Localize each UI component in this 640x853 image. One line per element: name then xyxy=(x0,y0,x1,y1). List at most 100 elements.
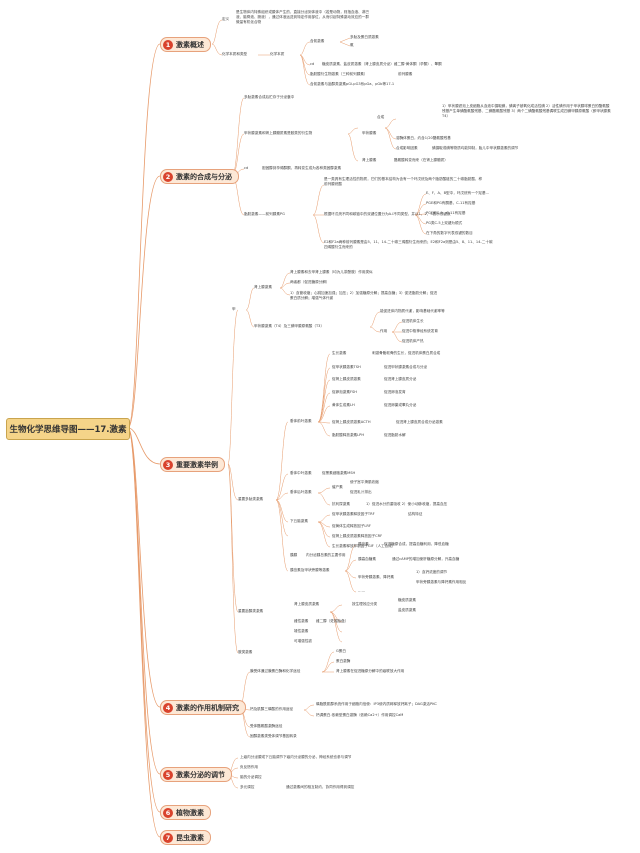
node-pg-type-b: PGE和PG有酮基，C-11有羟基 xyxy=(426,201,476,205)
node-calcium-ip3: 钙及肌醇三磷酸的作用途径 xyxy=(250,707,294,711)
node-oxytocin-a: 使子宫平滑肌收缩 xyxy=(350,480,379,484)
section-label: 植物激素 xyxy=(176,808,204,817)
node-lh: 黄体生成素LH xyxy=(332,403,355,407)
node-lrf: 促黄体生成释放因子LRF xyxy=(332,524,371,528)
section-label: 激素的作用机制研究 xyxy=(176,703,239,712)
node-lh-text: 促进卵巢或睾丸分泌 xyxy=(384,403,417,407)
link-root-s4 xyxy=(127,427,161,708)
node-negative-feedback: 负反馈作用 xyxy=(240,765,258,769)
node-rtk: 受体酪氨酸激酶途径 xyxy=(250,724,283,728)
node-protein-kinase: 蛋白激酶 xyxy=(336,659,351,663)
section-number: 2 xyxy=(163,171,173,182)
node-fsh-text: 促进卵泡发育 xyxy=(384,390,406,394)
node-peptide-hormones: 重要多肽类激素 xyxy=(238,497,264,501)
node-thyroid-effect-b: 促进中枢神经系统发育 xyxy=(402,329,438,333)
node-insulin-group: 胰岛素及甲状旁腺等激素 xyxy=(290,568,330,572)
node-steroid-text: 糖皮质激素、盐皮质激素（肾上腺皮质分泌）雌二醇·黄体酮（孕酮）、睾酮 xyxy=(322,62,442,66)
link-root-s3 xyxy=(127,427,161,465)
link-root-s2 xyxy=(127,175,161,429)
section-number: 4 xyxy=(163,702,173,713)
node-thyroid-effect-c: 促进机体产热 xyxy=(402,339,424,343)
node-adrenal-hormones: 肾上腺激素 xyxy=(254,285,272,289)
node-trf: 促甲状腺激素释放因子TRF xyxy=(332,512,375,516)
node-peptide-storage: 多肽激素合成后贮存于分泌囊中 xyxy=(244,95,295,99)
node-thyroxine: 甲状腺素 xyxy=(362,131,377,135)
node-acth-a: 促肾上腺皮质激素 xyxy=(332,377,361,381)
node-chem-child: 化学本质 xyxy=(270,52,285,56)
node-acth: 促肾上腺皮质激素ACTH xyxy=(332,420,371,424)
node-ellipsis: …… xyxy=(358,589,366,593)
node-pancreas-text: 内分泌胰岛素的主要作用 xyxy=(306,553,346,557)
node-chem-nature: 化学本质和类型 xyxy=(222,52,248,56)
node-female-hormone-text: 雌二醇（妊娠胎盘） xyxy=(316,619,349,623)
section-number: 3 xyxy=(163,459,173,470)
node-thyroid-effect-a: 促进机体生长 xyxy=(402,319,424,323)
node-brain-control: 脑的分泌调控 xyxy=(240,775,262,779)
node-thyroxine-synthesis: 合成 xyxy=(377,115,385,119)
node-posterior-pituitary: 垂体后叶激素 xyxy=(290,490,312,494)
node-pancreas: 胰腺 xyxy=(290,553,298,557)
node-cd: cd xyxy=(244,166,249,170)
node-thyroxine-synthesis-text: 1）甲状腺滤泡上皮细胞从血液中摄取碘，碘离子被氧化成活性碘 2）活性碘作用于甲状… xyxy=(442,104,611,118)
node-membrane-receptor: 膜受体通过膜蛋白酶和化学途径 xyxy=(250,669,301,673)
node-lph: 脂肪酸释放激素LPH xyxy=(332,433,365,437)
node-insulin-text: 促进糖原合成，提高血糖利用，降低血糖 xyxy=(384,542,449,546)
node-g-protein: G蛋白 xyxy=(336,649,346,653)
node-pg-type-e: 在下角的数字代表双键的数目 xyxy=(426,231,473,235)
node-synthesis-factors-text: 碘摄取或碘等物质均能抑制，胎儿中甲状腺激素的调节 xyxy=(432,146,519,150)
node-mid-pituitary: 垂体中叶激素 xyxy=(290,471,312,475)
node-nitrogen-steroid: 含氮激素与甾醇类激素pGi-pG3系pGa、pGb等17-1 xyxy=(310,82,395,86)
node-jia: 甲 xyxy=(232,307,236,311)
node-nitrogen: 含氮激素 xyxy=(310,39,325,43)
node-multi-control: 多元调控 xyxy=(240,785,255,789)
section-label: 激素概述 xyxy=(176,40,204,49)
node-adrenal-a: 肾上腺素和去甲肾上腺素（均为儿茶酚胺）作用类似 xyxy=(290,270,373,274)
node-tsh: 促甲状腺激素TSH xyxy=(332,365,361,369)
node-gh-text: 刺激骨骺软骨的生长，促进机体蛋白质合成 xyxy=(372,351,441,355)
node-cd-text: 胆固醇到孕烯醇酮，再转变生成为各种类固醇激素 xyxy=(262,166,342,170)
node-pg-type-d: PG类C-5上双键为顺式 xyxy=(426,221,463,225)
node-cascade: 肾上腺素在促进糖原分解中的级联放大作用 xyxy=(336,669,405,673)
node-fatty: 脂肪酸衍生物激素（三种前列腺素） xyxy=(310,72,368,76)
node-amine-derivative: 甲状腺激素和肾上腺髓质素是胺类的衍生物 xyxy=(244,131,313,135)
link-root-s7 xyxy=(127,427,161,838)
node-synthesis-factors: 合成影响因素 xyxy=(396,146,418,150)
node-adrenaline-text: 酪氨酸转变而来（在肾上腺髓质） xyxy=(394,158,448,162)
node-pg-type-c: PGF和C-9、C-11有羟基 xyxy=(426,211,466,215)
node-nitrogen-b: 氨 xyxy=(350,43,354,47)
node-pg-def: 是一类具有生理活性的物质，它们的基本结构为含有一个环戊烷及两个脂肪酸链的二十碳脂… xyxy=(324,177,483,186)
node-pg-origin: E2和F2a两种前列腺素是由5、11、14-二十碳三烯酸衍生而来的；E2和F2a… xyxy=(324,240,493,249)
section-label: 激素分泌的调节 xyxy=(176,770,225,779)
node-acth-text: 促进肾上腺皮质合成分泌激素 xyxy=(396,420,443,424)
node-msh: 促黑素细胞激素MSH xyxy=(322,471,356,475)
node-thyroglobulin: 溶酶体蛋白，约含1/20酪氨酸残基 xyxy=(396,136,451,140)
node-oxytocin-b: 促进乳汁排出 xyxy=(350,490,372,494)
node-adh-text: 1）促进水分的重吸收 2）使小动脉收缩，提高血压 xyxy=(366,502,448,506)
node-adrenal-b: 两者都（促进糖原分解） xyxy=(290,280,330,284)
node-nitrogen-a: 多肽及蛋白质激素 xyxy=(350,35,379,39)
node-steroid: cd xyxy=(310,62,315,66)
node-pg-types: 根据环戊烷不同和碳链中的双键位置分为A-I不同类型，并以1、2、3表示双键数 xyxy=(324,212,451,216)
node-glucagon: 胰高血糖素 xyxy=(358,557,376,561)
node-pg-type-a: E、F、A、B型中，环戊烷有一个羟基… xyxy=(426,191,490,195)
section-number: 1 xyxy=(163,39,173,50)
node-fatty-text: 前列腺素 xyxy=(398,72,413,76)
node-anterior-pituitary: 垂体前叶激素 xyxy=(290,419,312,423)
section-label: 昆虫激素 xyxy=(176,833,204,842)
node-male-hormone: 雄性激素 xyxy=(294,629,309,633)
node-pth-a: 1）血钙浓度的调节 xyxy=(416,570,448,574)
node-libido: 可增强性欲 xyxy=(294,639,312,643)
node-glucagon-text: 通过cAMP的增加使肝糖原分解，升高血糖 xyxy=(392,557,460,561)
link-root-s6 xyxy=(127,427,161,813)
node-definition: 定义 xyxy=(222,17,230,21)
node-trf-text: 结构特征 xyxy=(408,512,423,516)
section-number: 5 xyxy=(163,769,173,780)
node-thyroid-effect: 作用 xyxy=(380,329,388,333)
